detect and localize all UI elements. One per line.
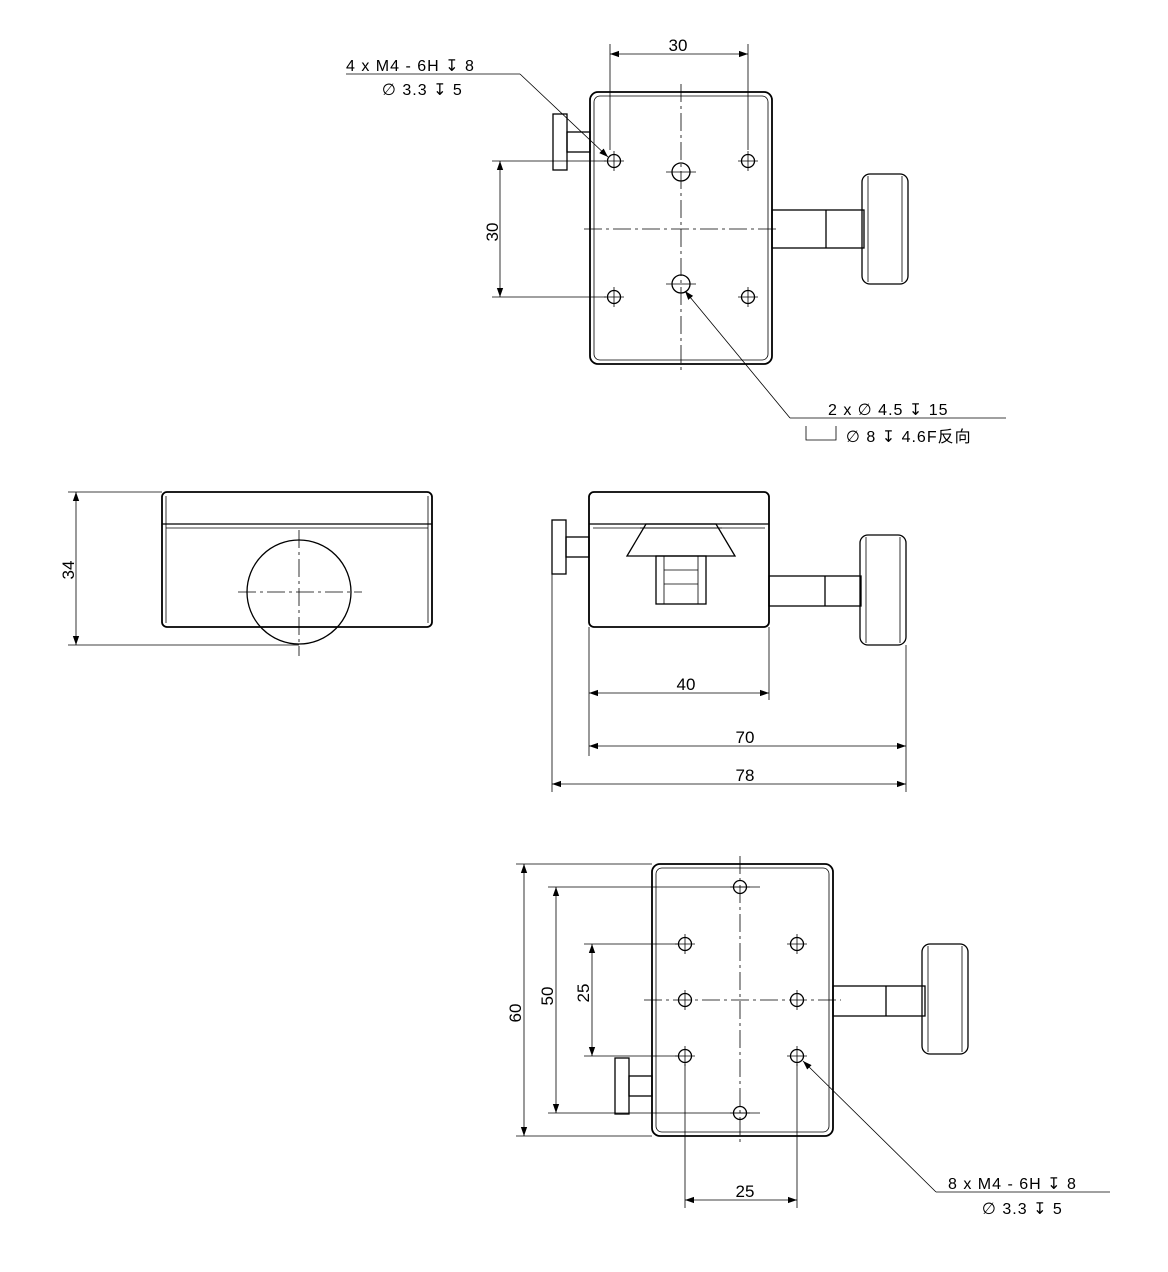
adjustment-knob <box>771 173 909 285</box>
side-view-body <box>161 491 433 628</box>
adjustment-knob <box>832 943 969 1055</box>
bottom-view: 60 50 25 25 8 x M4 - 6H ↧ 8 ∅ 3.3 ↧ 5 <box>506 856 1110 1218</box>
front-view: 40 70 78 <box>551 491 907 792</box>
dim-side-height: 34 <box>59 561 78 580</box>
dovetail-slide <box>625 523 737 557</box>
tapped-hole <box>787 934 807 954</box>
tapped-hole <box>738 151 758 171</box>
note-through-holes-line2: ∅ 8 ↧ 4.6F反向 <box>846 428 972 446</box>
clamp-knob-small <box>614 1057 653 1115</box>
dim-bottom-60: 60 <box>506 1004 525 1023</box>
tapped-hole <box>738 287 758 307</box>
tapped-hole <box>787 1046 807 1066</box>
tapped-hole <box>604 151 624 171</box>
tapped-hole <box>604 287 624 307</box>
note-through-holes-line1: 2 x ∅ 4.5 ↧ 15 <box>828 402 949 419</box>
through-hole <box>666 162 696 182</box>
top-view: 30 30 4 x M4 - 6H ↧ 8 ∅ 3.3 ↧ 5 2 x ∅ 4.… <box>346 36 1006 446</box>
dim-front-70: 70 <box>736 728 755 747</box>
note-bottom-tap-holes-line1: 8 x M4 - 6H ↧ 8 <box>948 1176 1077 1193</box>
through-hole <box>666 274 696 294</box>
adjustment-knob <box>768 534 907 646</box>
tapped-hole <box>675 1046 695 1066</box>
front-view-body <box>588 491 770 628</box>
dim-front-78: 78 <box>736 766 755 785</box>
clamp-knob-small <box>552 113 591 171</box>
clamp-knob-small <box>551 519 590 575</box>
note-bottom-tap-holes-line2: ∅ 3.3 ↧ 5 <box>982 1201 1063 1218</box>
dim-front-40: 40 <box>677 675 696 694</box>
tapped-hole <box>789 990 805 1010</box>
note-tap-holes-line1: 4 x M4 - 6H ↧ 8 <box>346 58 475 75</box>
side-view: 34 <box>59 491 433 656</box>
dim-top-width: 30 <box>669 36 688 55</box>
dim-bottom-50: 50 <box>538 987 557 1006</box>
tapped-hole <box>677 990 693 1010</box>
note-tap-holes-line2: ∅ 3.3 ↧ 5 <box>382 82 463 99</box>
dim-bottom-25-horizontal: 25 <box>736 1182 755 1201</box>
dim-top-height: 30 <box>483 223 502 242</box>
dim-bottom-25-vertical: 25 <box>574 984 593 1003</box>
tapped-hole <box>675 934 695 954</box>
